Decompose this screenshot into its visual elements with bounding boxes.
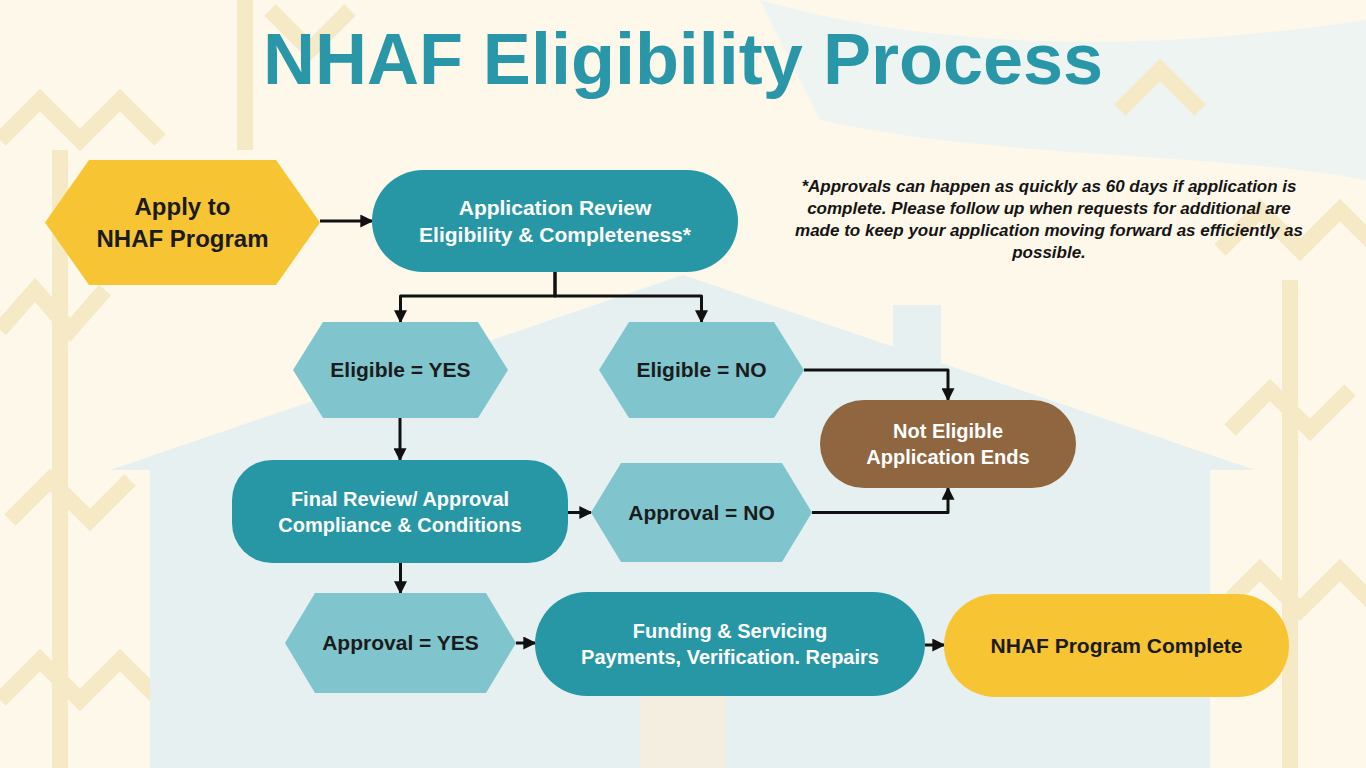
decision-hexagon: Eligible = YES [293,322,508,418]
node-text: NHAF Program [96,223,268,254]
node-text: Eligibility & Completeness* [419,221,691,248]
decision-hexagon: Approval = NO [591,463,812,562]
hexagon-fill [599,322,804,418]
connector-arrow [812,488,948,513]
hexagon-fill [293,322,508,418]
node-text: Compliance & Conditions [278,512,521,538]
connector-arrow [399,563,402,593]
decision-hexagon: Eligible = NO [599,322,804,418]
node-text: Funding & Servicing [633,618,827,644]
connector-arrow [555,272,702,322]
end-box: Not EligibleApplication Ends [820,400,1076,488]
node-text: NHAF Program Complete [990,632,1242,659]
connector-arrow [399,418,402,460]
hexagon-fill [285,593,516,693]
hexagon-outline [45,160,320,285]
node-text: Final Review/ Approval [291,486,509,512]
hexagon-fill [45,160,320,285]
start-hexagon: Apply toNHAF Program [45,160,320,285]
decision-hexagon: Approval = YES [285,593,516,693]
process-box: Application ReviewEligibility & Complete… [372,170,738,272]
note-text: *Approvals can happen as quickly as 60 d… [786,176,1312,264]
node-text: Apply to [135,191,231,222]
diagram-title: NHAF Eligibility Process [0,20,1366,99]
connector-arrow [568,511,591,514]
node-text: Approval = YES [322,629,479,656]
node-text: Approval = NO [628,499,774,526]
node-text: Not Eligible [893,418,1003,444]
connector-arrow [320,220,372,223]
process-box: Final Review/ ApprovalCompliance & Condi… [232,460,568,563]
process-box: Funding & ServicingPayments, Verificatio… [535,592,925,696]
connector-arrow [804,370,948,400]
connector-arrow [516,642,535,645]
node-text: Payments, Verification. Repairs [581,644,879,670]
connector-arrow [925,644,944,647]
connector-arrow [401,272,556,322]
node-text: Application Review [459,194,652,221]
hexagon-fill [591,463,812,562]
node-text: Application Ends [866,444,1029,470]
node-text: Eligible = NO [636,356,766,383]
node-text: Eligible = YES [330,356,470,383]
end-box: NHAF Program Complete [944,594,1289,697]
